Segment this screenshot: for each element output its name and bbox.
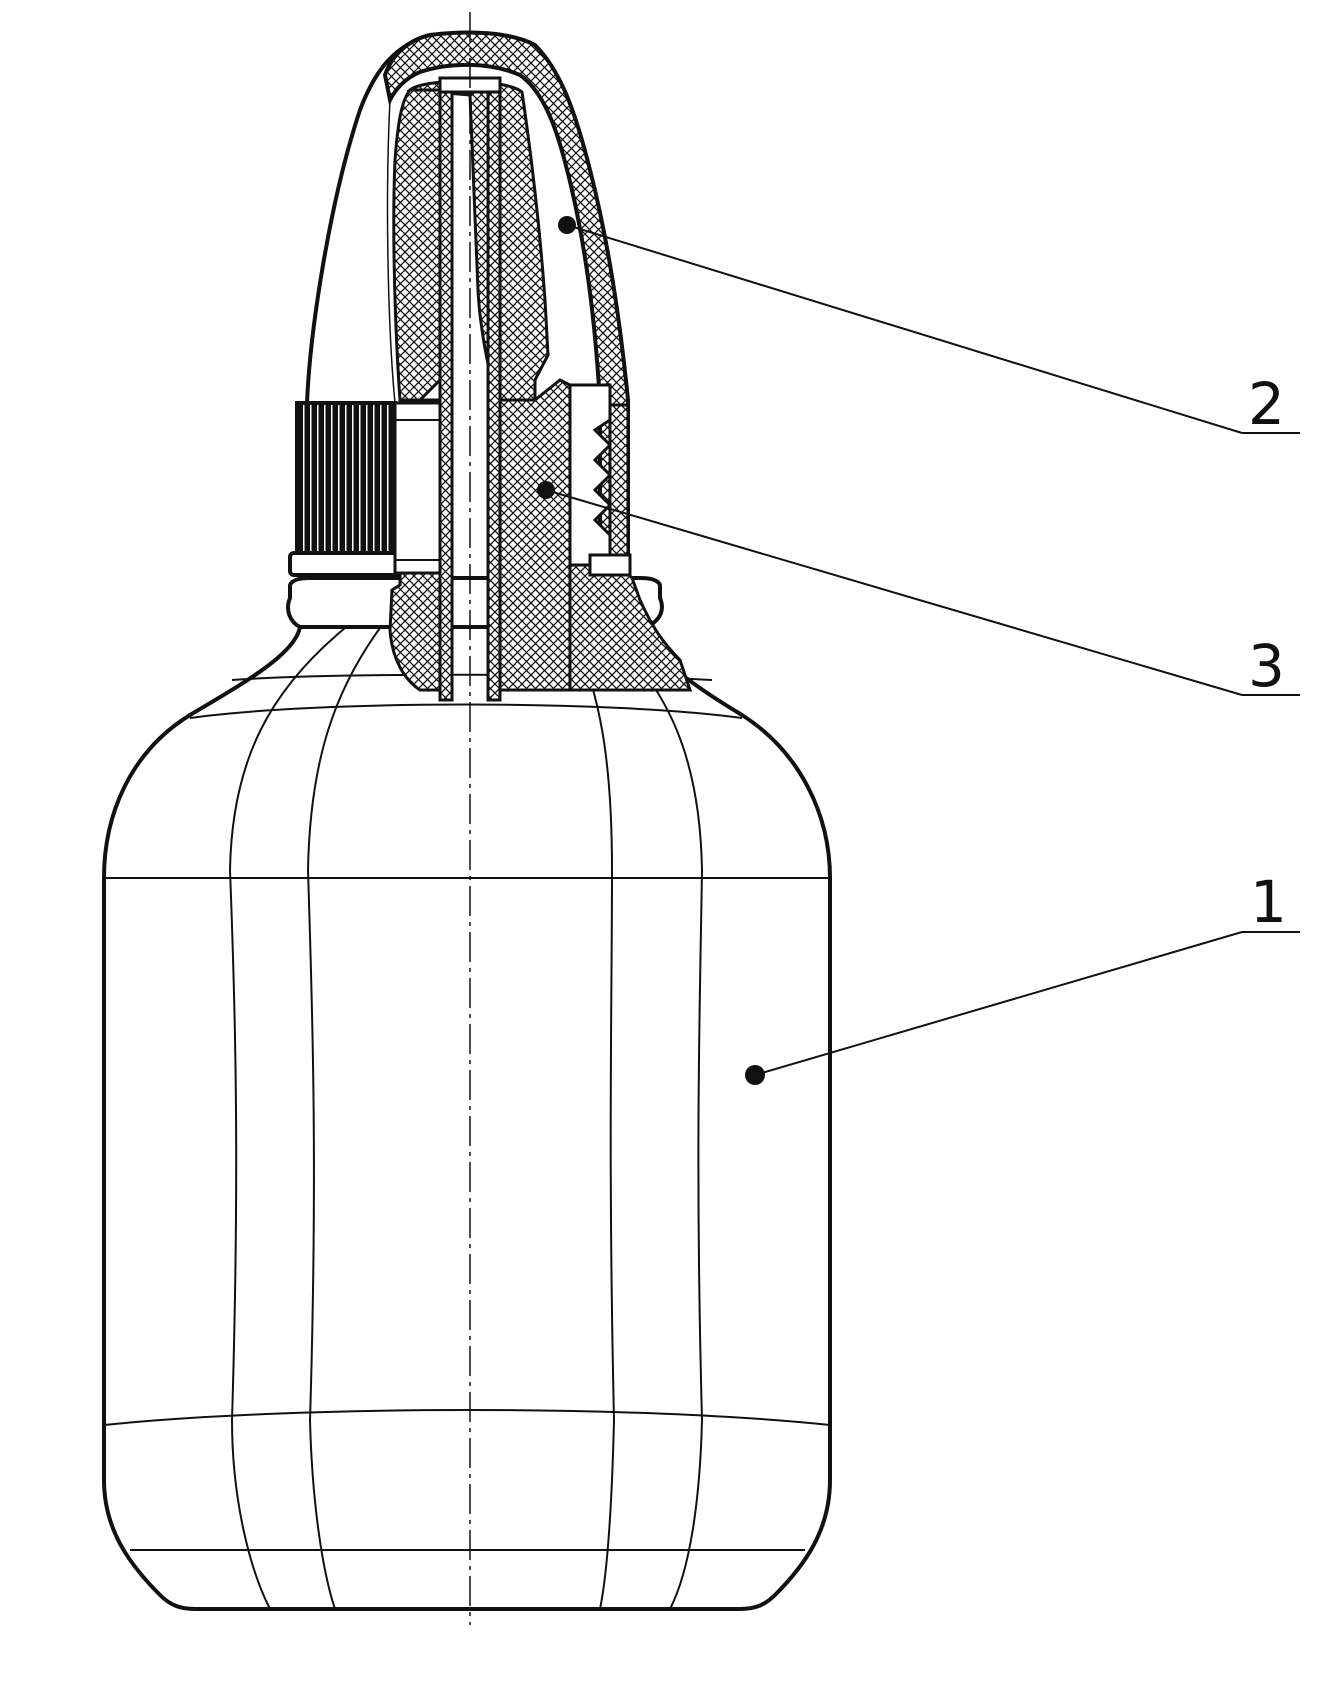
nozzle-channel-right-wall	[486, 88, 502, 702]
callout-2: 2	[558, 216, 1300, 438]
panel-curve-3	[569, 627, 616, 1610]
nozzle-core-left	[392, 88, 442, 402]
panel-curve-1	[228, 627, 346, 1610]
nozzle-channel-left-wall	[438, 88, 454, 702]
bottle-body	[102, 576, 832, 1611]
callout-2-label: 2	[1248, 370, 1285, 438]
knurled-collar	[288, 401, 442, 577]
shoulder-curve-lower	[189, 703, 743, 719]
neck-ring	[286, 576, 664, 629]
panel-curve-4	[604, 627, 704, 1610]
bottle-outline	[102, 626, 832, 1611]
callout-3-label: 3	[1248, 632, 1285, 700]
nozzle-inner-left-line	[386, 99, 396, 404]
nozzle-shell-section	[382, 30, 630, 567]
inner-plug-right	[498, 378, 572, 692]
threaded-insert	[568, 383, 632, 577]
panel-curve-2	[306, 627, 381, 1610]
callout-1-label: 1	[1250, 868, 1287, 936]
callout-3: 3	[537, 481, 1300, 700]
callout-1: 1	[745, 868, 1300, 1085]
base-curve	[103, 1409, 831, 1426]
